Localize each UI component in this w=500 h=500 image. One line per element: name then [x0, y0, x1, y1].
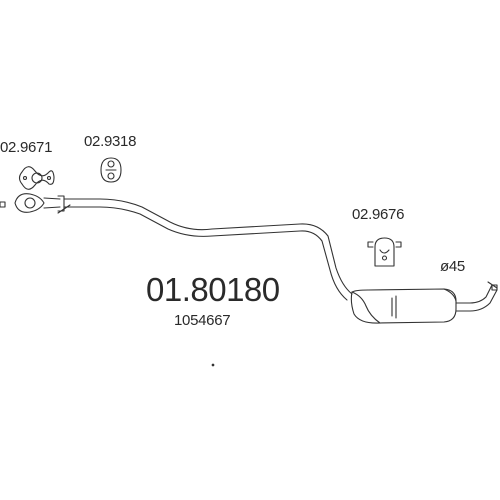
part-number: 01.80180: [146, 271, 280, 308]
tail-pipe: [455, 281, 498, 312]
inlet-flange: [14, 193, 65, 213]
diameter-label: ø45: [440, 258, 465, 275]
reference-dot: [211, 363, 215, 367]
hanger-callout-label: 02.9318: [84, 133, 137, 150]
gasket-callout-label: 02.9671: [0, 139, 53, 156]
end-marker-left: [0, 201, 6, 208]
rubber-mount-callout-label: 02.9676: [352, 206, 405, 223]
exhaust-pipe: [57, 198, 353, 301]
oem-number: 1054667: [174, 312, 231, 329]
hanger-part: [100, 157, 122, 183]
rear-silencer: [350, 288, 457, 324]
gasket-part: [18, 166, 55, 190]
rubber-mount-part: [367, 237, 402, 267]
